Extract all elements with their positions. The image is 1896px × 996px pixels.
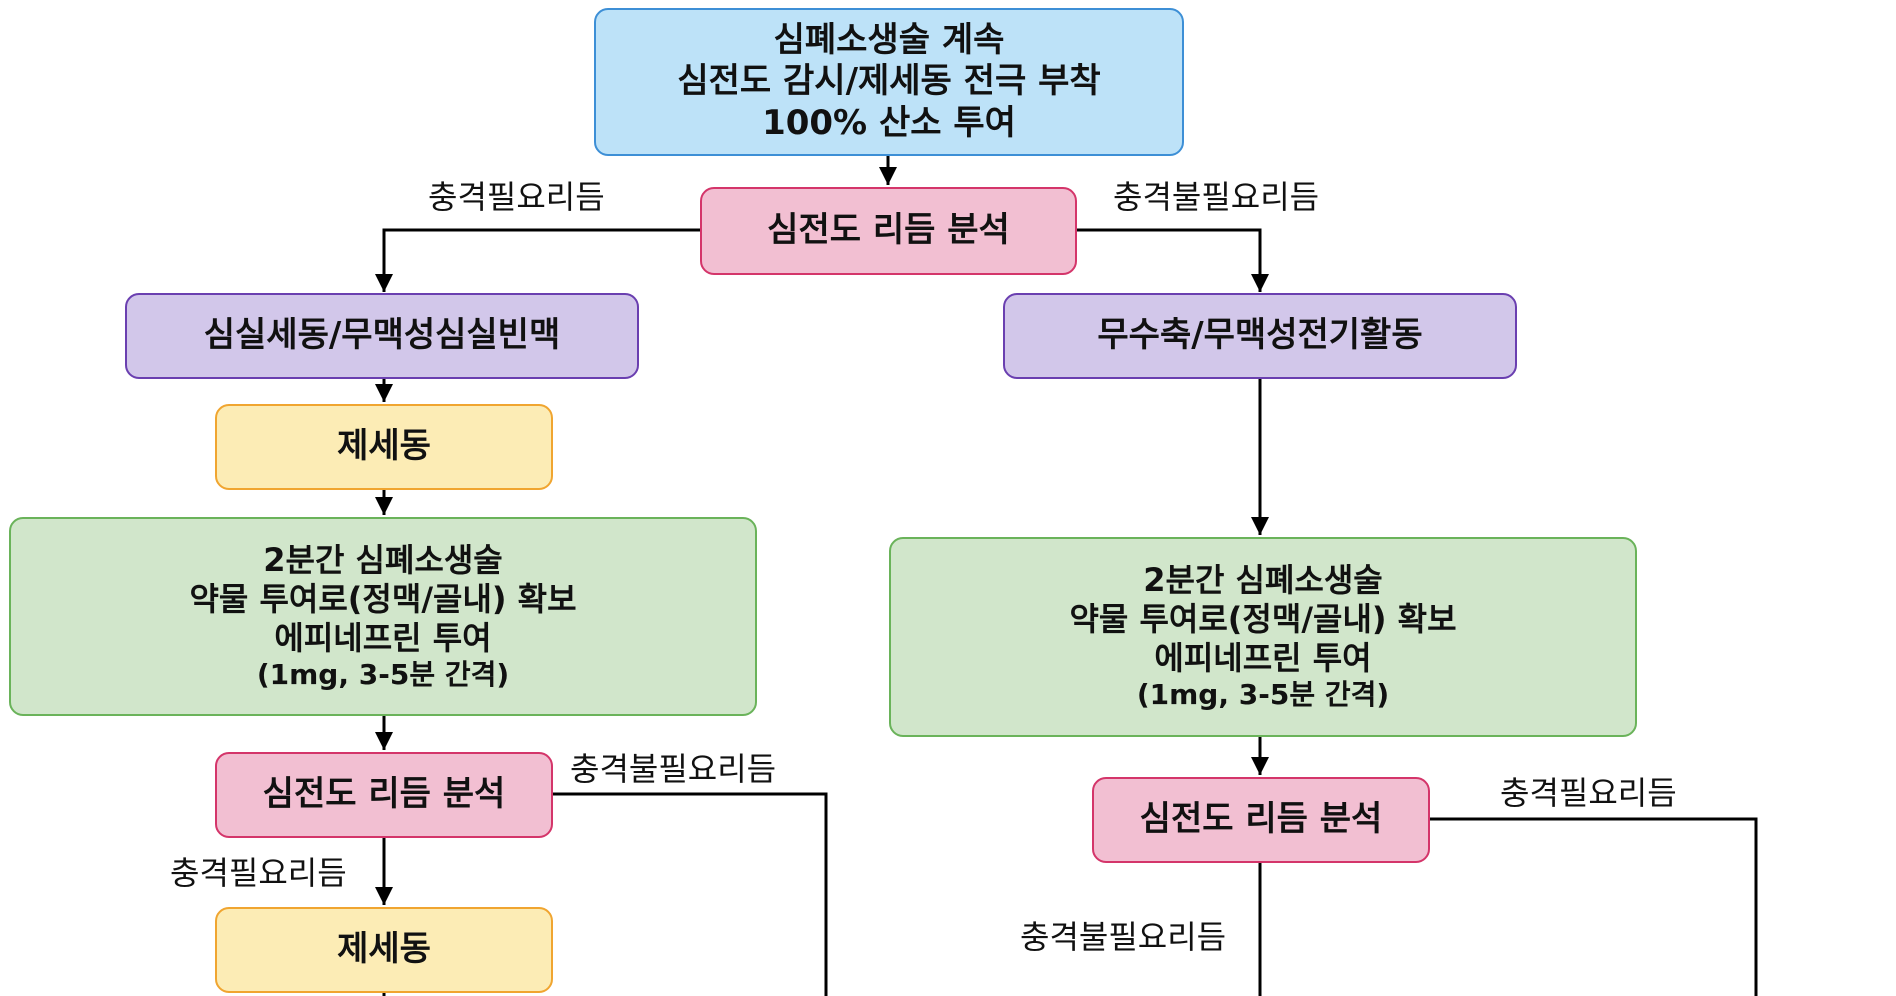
label-nonshockable-top: 충격불필요리듬 xyxy=(1113,178,1320,216)
cpr-left-line-1: 2분간 심폐소생술 xyxy=(263,540,503,579)
cpr-left-line-4: (1mg, 3-5분 간격) xyxy=(256,657,510,691)
label-nonshockable-left: 충격불필요리듬 xyxy=(570,750,777,788)
rhythm-analysis-left-label: 심전도 리듬 분석 xyxy=(262,774,506,815)
label-shockable-left: 충격필요리듬 xyxy=(170,854,347,892)
label-shockable-right: 충격필요리듬 xyxy=(1500,774,1677,812)
cpr-left-line-3: 에피네프린 투여 xyxy=(274,618,492,657)
vf-pvt-box: 심실세동/무맥성심실빈맥 xyxy=(125,293,639,379)
defibrillation-1-label: 제세동 xyxy=(337,426,431,467)
cpr-box-left: 2분간 심폐소생술 약물 투여로(정맥/골내) 확보 에피네프린 투여 (1mg… xyxy=(9,517,757,716)
asystole-pea-box: 무수축/무맥성전기활동 xyxy=(1003,293,1517,379)
start-line-2: 심전도 감시/제세동 전극 부착 xyxy=(677,61,1101,102)
vf-pvt-label: 심실세동/무맥성심실빈맥 xyxy=(203,315,561,356)
start-box: 심폐소생술 계속 심전도 감시/제세동 전극 부착 100% 산소 투여 xyxy=(594,8,1184,156)
defibrillation-box-1: 제세동 xyxy=(215,404,553,490)
arrow-rhythm-to-asystole xyxy=(1075,228,1269,292)
line-rhythm-left-nonshock xyxy=(552,792,828,996)
cpr-right-line-4: (1mg, 3-5분 간격) xyxy=(1136,678,1390,712)
cpr-right-line-2: 약물 투여로(정맥/골내) 확보 xyxy=(1069,600,1457,639)
defibrillation-2-label: 제세동 xyxy=(337,929,431,970)
defibrillation-box-2: 제세동 xyxy=(215,907,553,993)
cpr-right-line-3: 에피네프린 투여 xyxy=(1154,639,1372,678)
arrow-rhythm-to-vf xyxy=(375,228,700,292)
line-rhythm-right-shock xyxy=(1429,817,1758,996)
cpr-box-right: 2분간 심폐소생술 약물 투여로(정맥/골내) 확보 에피네프린 투여 (1mg… xyxy=(889,537,1637,737)
cpr-right-line-1: 2분간 심폐소생술 xyxy=(1143,561,1383,600)
rhythm-analysis-left: 심전도 리듬 분석 xyxy=(215,752,553,838)
cpr-left-line-2: 약물 투여로(정맥/골내) 확보 xyxy=(189,579,577,618)
start-line-1: 심폐소생술 계속 xyxy=(773,19,1005,60)
rhythm-analysis-right: 심전도 리듬 분석 xyxy=(1092,777,1430,863)
rhythm-analysis-top: 심전도 리듬 분석 xyxy=(700,187,1077,275)
label-shockable-top: 충격필요리듬 xyxy=(428,178,605,216)
start-line-3: 100% 산소 투여 xyxy=(762,102,1016,143)
rhythm-analysis-right-label: 심전도 리듬 분석 xyxy=(1139,799,1383,840)
rhythm-analysis-top-label: 심전도 리듬 분석 xyxy=(767,210,1010,251)
asystole-pea-label: 무수축/무맥성전기활동 xyxy=(1097,315,1423,356)
label-nonshockable-right: 충격불필요리듬 xyxy=(1020,918,1227,956)
